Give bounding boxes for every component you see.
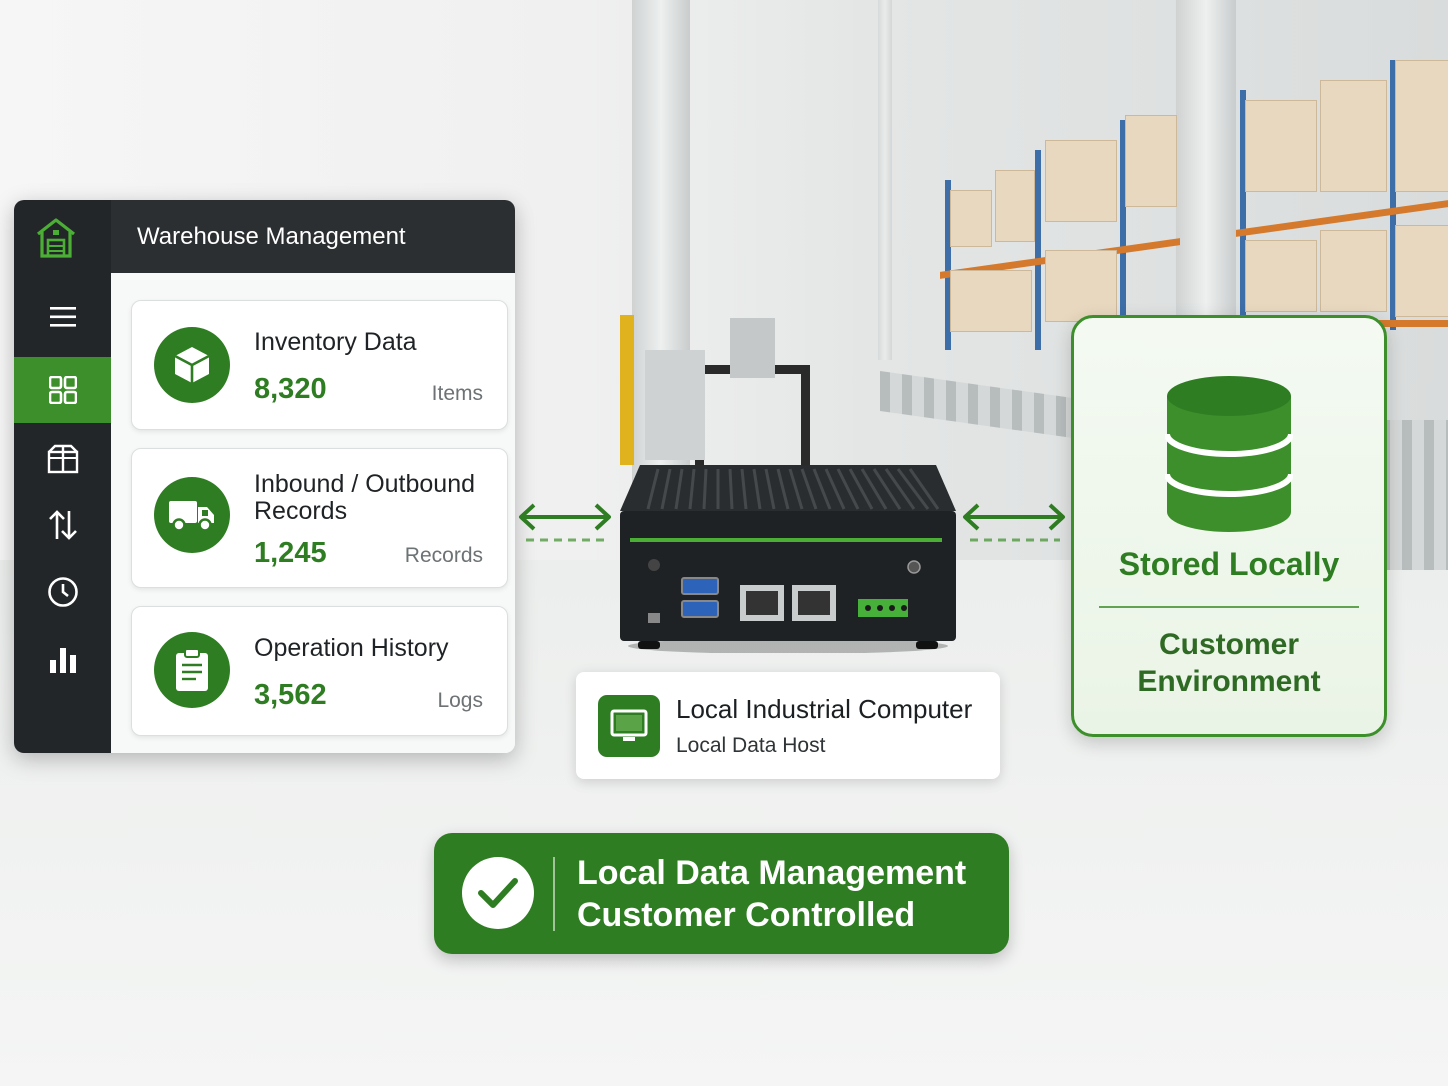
card-title: Operation History <box>254 634 449 662</box>
dashboard-content: Inventory Data 8,320 Items Inbound / Out… <box>111 273 515 753</box>
database-icon <box>1165 376 1293 532</box>
banner-line1: Local Data Management <box>577 854 967 892</box>
card-unit: Records <box>404 544 483 567</box>
card-unit: Items <box>431 382 483 405</box>
clock-icon <box>47 577 78 607</box>
operation-history-card[interactable]: Operation History 3,562 Logs <box>131 606 508 736</box>
device-title: Local Industrial Computer <box>676 694 973 724</box>
inventory-card[interactable]: Inventory Data 8,320 Items <box>131 300 508 430</box>
status-banner: Local Data Management Customer Controlle… <box>434 833 1009 954</box>
nav-reports[interactable] <box>14 630 111 690</box>
nav-dashboard[interactable] <box>14 357 119 423</box>
nav-transfers[interactable] <box>14 495 111 555</box>
industrial-computer-device <box>620 465 956 653</box>
card-title-line1: Inbound / Outbound <box>254 470 476 498</box>
nav-menu[interactable] <box>14 287 111 347</box>
card-title-line2: Records <box>254 497 348 525</box>
menu-icon <box>49 307 76 327</box>
storage-subtitle-line1: Customer <box>1158 628 1300 661</box>
bar-chart-icon <box>49 648 76 673</box>
storage-title: Stored Locally <box>1118 546 1340 582</box>
card-unit: Logs <box>437 689 483 712</box>
banner-line2: Customer Controlled <box>577 896 916 934</box>
nav-packages[interactable] <box>14 429 111 489</box>
divider <box>553 857 555 931</box>
package-icon <box>47 444 78 474</box>
card-title: Inventory Data <box>254 328 417 356</box>
transfer-icon <box>48 510 77 540</box>
storage-subtitle: Customer Environment <box>1074 626 1384 700</box>
card-value: 1,245 <box>254 537 327 569</box>
divider <box>1099 606 1359 608</box>
check-icon <box>462 857 534 929</box>
warehouse-logo-icon <box>37 218 75 258</box>
dashboard-icon <box>48 376 77 404</box>
storage-subtitle-line2: Environment <box>1137 665 1321 698</box>
device-label-card: Local Industrial Computer Local Data Hos… <box>576 672 1000 779</box>
cube-icon <box>154 327 230 403</box>
inbound-outbound-card[interactable]: Inbound / Outbound Records 1,245 Records <box>131 448 508 588</box>
card-value: 3,562 <box>254 679 327 711</box>
bidirectional-arrow-icon <box>963 503 1065 542</box>
window-title: Warehouse Management <box>111 200 515 273</box>
bidirectional-arrow-icon <box>519 503 611 542</box>
card-value: 8,320 <box>254 373 327 405</box>
truck-icon <box>154 477 230 553</box>
warehouse-app-window: Warehouse Management Inventory Data 8,32… <box>14 200 515 753</box>
nav-history[interactable] <box>14 562 111 622</box>
device-subtitle: Local Data Host <box>676 734 826 757</box>
monitor-icon <box>598 695 660 757</box>
sidebar <box>14 200 119 753</box>
clipboard-icon <box>154 632 230 708</box>
local-storage-card: Stored Locally Customer Environment <box>1071 315 1387 737</box>
